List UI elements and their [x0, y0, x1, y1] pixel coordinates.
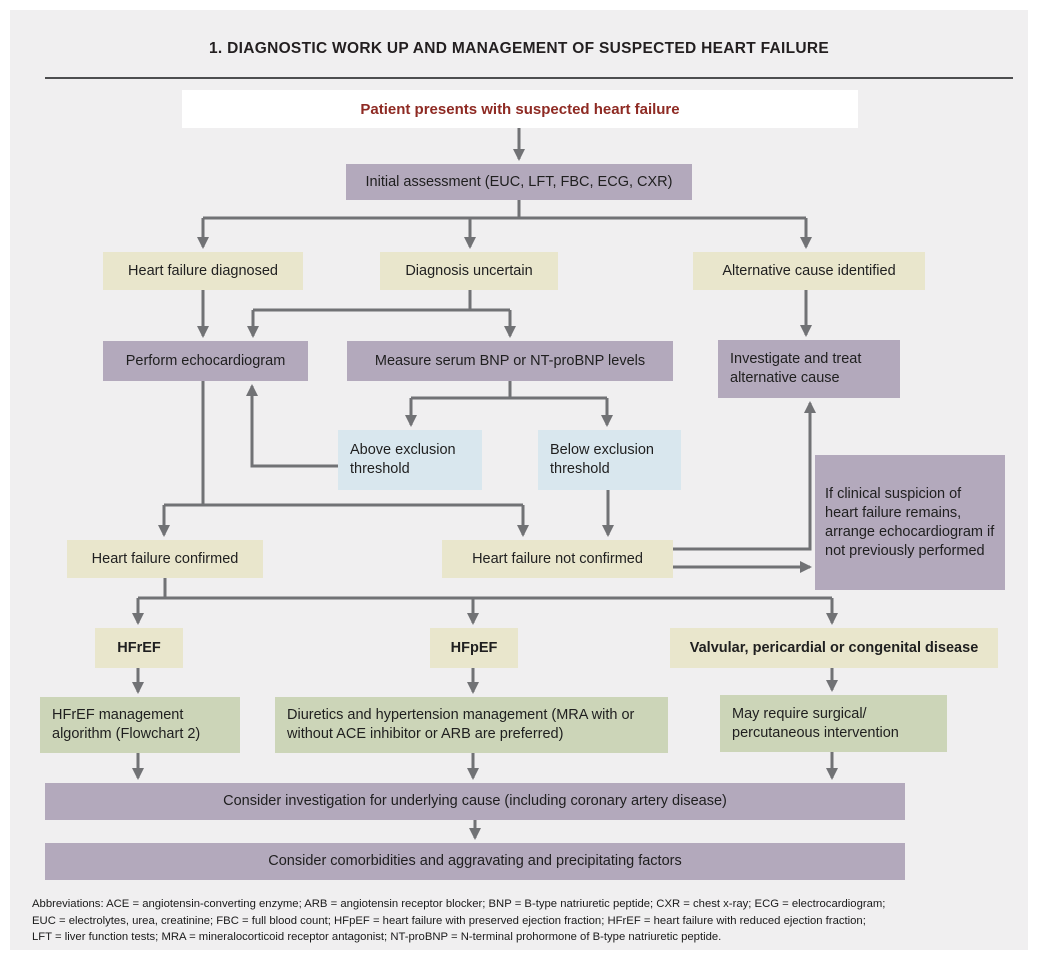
- title-divider: [45, 77, 1013, 79]
- footnote-line-3: LFT = liver function tests; MRA = minera…: [32, 931, 722, 943]
- node-consider-comorbidities: Consider comorbidities and aggravating a…: [45, 843, 905, 880]
- abbreviations-footnote: Abbreviations: ACE = angiotensin-convert…: [32, 896, 1032, 946]
- node-hfpef: HFpEF: [430, 628, 518, 668]
- node-heart-failure-confirmed: Heart failure confirmed: [67, 540, 263, 578]
- node-investigate-treat: Investigate and treat alternative cause: [718, 340, 900, 398]
- node-hfref-management: HFrEF management algorithm (Flowchart 2): [40, 697, 240, 753]
- node-surgical-intervention: May require surgical/ percutaneous inter…: [720, 695, 947, 752]
- node-initial-assessment: Initial assessment (EUC, LFT, FBC, ECG, …: [346, 164, 692, 200]
- node-below-exclusion-threshold: Below exclusion threshold: [538, 430, 681, 490]
- node-heart-failure-diagnosed: Heart failure diagnosed: [103, 252, 303, 290]
- node-perform-echocardiogram: Perform echocardiogram: [103, 341, 308, 381]
- node-alternative-cause-identified: Alternative cause identified: [693, 252, 925, 290]
- footnote-line-1: Abbreviations: ACE = angiotensin-convert…: [32, 898, 886, 910]
- node-hfref: HFrEF: [95, 628, 183, 668]
- footnote-line-2: EUC = electrolytes, urea, creatinine; FB…: [32, 914, 866, 927]
- node-above-exclusion-threshold: Above exclusion threshold: [338, 430, 482, 490]
- connector-lines: [132, 128, 838, 840]
- node-heart-failure-not-confirmed: Heart failure not confirmed: [442, 540, 673, 578]
- node-consider-investigation: Consider investigation for underlying ca…: [45, 783, 905, 820]
- node-patient-presents: Patient presents with suspected heart fa…: [182, 90, 858, 128]
- flowchart-panel: 1. DIAGNOSTIC WORK UP AND MANAGEMENT OF …: [10, 10, 1028, 950]
- page-title: 1. DIAGNOSTIC WORK UP AND MANAGEMENT OF …: [209, 40, 829, 57]
- node-diuretics-hypertension: Diuretics and hypertension management (M…: [275, 697, 668, 753]
- node-clinical-suspicion-note: If clinical suspicion of heart failure r…: [815, 455, 1005, 590]
- node-valvular-disease: Valvular, pericardial or congenital dise…: [670, 628, 998, 668]
- node-diagnosis-uncertain: Diagnosis uncertain: [380, 252, 558, 290]
- node-measure-bnp: Measure serum BNP or NT-proBNP levels: [347, 341, 673, 381]
